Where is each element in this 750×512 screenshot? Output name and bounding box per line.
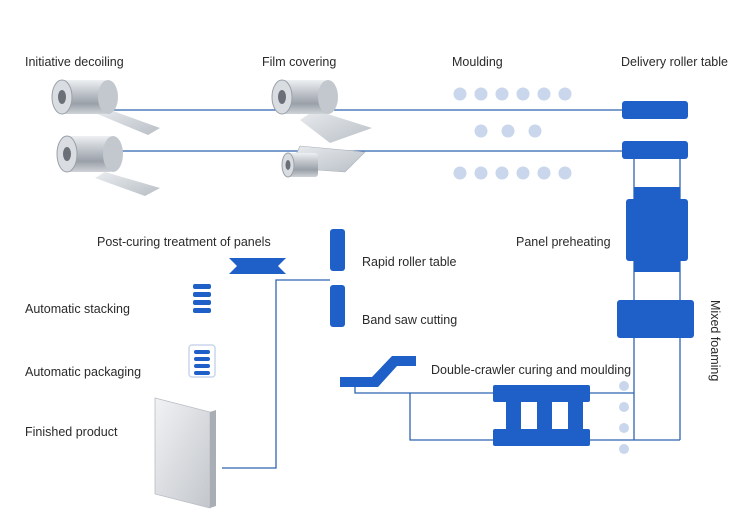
label-moulding: Moulding xyxy=(452,55,503,69)
stack-icon xyxy=(193,284,211,313)
packaging-icon xyxy=(188,344,216,378)
label-automatic-packaging: Automatic packaging xyxy=(25,365,141,379)
roller-dot-icon xyxy=(453,166,467,180)
film-sheet-icon xyxy=(281,145,366,178)
roller-dot-icon xyxy=(558,166,572,180)
coil-icon xyxy=(271,79,372,143)
roller-dot-icon xyxy=(453,87,467,101)
rapid-roller-table xyxy=(330,229,345,271)
label-post-curing: Post-curing treatment of panels xyxy=(97,235,271,249)
output-line xyxy=(222,279,330,469)
roller-dot-icon xyxy=(537,166,551,180)
label-panel-preheating: Panel preheating xyxy=(516,235,611,249)
label-film-covering: Film covering xyxy=(262,55,336,69)
delivery-roller-bottom xyxy=(622,141,688,159)
roller-dot-icon xyxy=(537,87,551,101)
roller-dot-icon xyxy=(558,87,572,101)
mixed-foaming-machine xyxy=(617,300,694,338)
panel-preheating-machine xyxy=(626,187,688,272)
roller-dot-icon xyxy=(516,166,530,180)
label-automatic-stacking: Automatic stacking xyxy=(25,302,130,316)
label-initiative-decoiling: Initiative decoiling xyxy=(25,55,124,69)
coil-icon xyxy=(56,135,160,196)
label-finished-product: Finished product xyxy=(25,425,118,439)
label-band-saw-cutting: Band saw cutting xyxy=(362,313,457,327)
roller-dot-icon xyxy=(495,87,509,101)
label-double-crawler: Double-crawler curing and moulding xyxy=(431,363,631,377)
delivery-roller-top xyxy=(622,101,688,119)
roller-dot-icon xyxy=(474,166,488,180)
band-saw xyxy=(330,285,345,327)
roller-dot-icon xyxy=(501,124,515,138)
roller-dot-icon xyxy=(528,124,542,138)
roller-dot-icon xyxy=(474,124,488,138)
roller-dot-icon xyxy=(495,166,509,180)
crawler-loop-line xyxy=(409,392,680,441)
double-crawler-machine xyxy=(493,385,590,446)
flow-lines xyxy=(95,109,681,469)
moulding-rollers xyxy=(453,87,572,180)
foaming-dots xyxy=(619,381,629,454)
label-delivery-roller-table: Delivery roller table xyxy=(621,55,728,69)
roller-dot-icon xyxy=(474,87,488,101)
label-mixed-foaming: Mixed foaming xyxy=(708,300,722,381)
roller-dot-icon xyxy=(516,87,530,101)
saw-arm-machine xyxy=(340,356,416,387)
panel-icon xyxy=(154,397,216,509)
post-curing-icon xyxy=(229,258,286,274)
coil-icon xyxy=(51,79,160,135)
label-rapid-roller-table: Rapid roller table xyxy=(362,255,457,269)
